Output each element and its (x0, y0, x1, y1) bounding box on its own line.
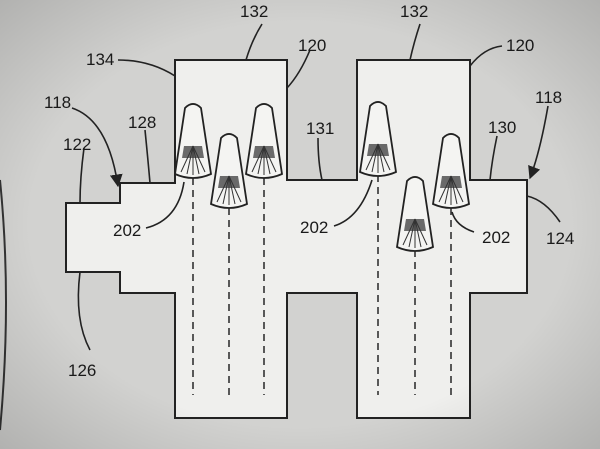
photo-vignette (0, 0, 600, 449)
patent-drawing: 132 132 134 120 120 118 118 128 131 130 … (0, 0, 600, 449)
patent-figure: 132 132 134 120 120 118 118 128 131 130 … (0, 0, 600, 449)
